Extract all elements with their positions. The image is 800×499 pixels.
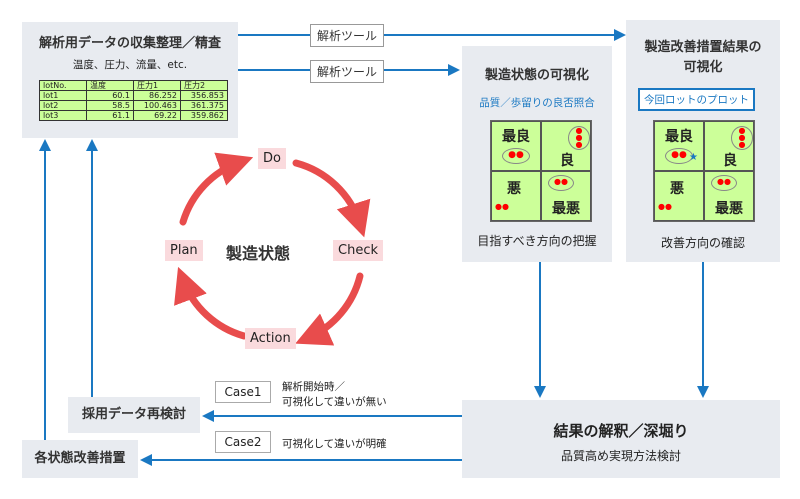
- cycle-action: Action: [245, 328, 296, 349]
- result-title-1: 製造改善措置結果の: [644, 40, 762, 55]
- reexamine-box: 採用データ再検討: [68, 397, 200, 433]
- cycle-arrow-check-action: [295, 272, 364, 346]
- collect-subtitle: 温度、圧力、流量、etc.: [72, 59, 188, 71]
- cycle-plan: Plan: [165, 240, 203, 261]
- quadrant-grid-result: 最良●●★ ●●●良 悪●● ●●最悪: [653, 120, 755, 222]
- cycle-check: Check: [333, 240, 383, 261]
- callout-latest-lot: 今回ロットのプロット: [638, 88, 755, 111]
- tool-label-1: 解析ツール: [310, 24, 385, 47]
- result-title-2: 可視化: [683, 60, 723, 75]
- result-caption: 改善方向の確認: [660, 236, 745, 250]
- improve-box: 各状態改善措置: [22, 440, 138, 478]
- visualize-subtitle: 品質／歩留りの良否照合: [479, 97, 595, 109]
- interpret-subtitle: 品質高め実現方法検討: [560, 449, 681, 463]
- quadrant-grid-visualize: 最良●● ●●●良 悪●● ●●最悪: [490, 120, 592, 222]
- cycle-arrow-plan-do: [179, 152, 254, 226]
- cycle-arrow-action-plan: [174, 266, 248, 340]
- collect-title: 解析用データの収集整理／精査: [38, 36, 221, 51]
- star-icon: ★: [689, 152, 698, 163]
- cycle-center-label: 製造状態: [226, 244, 291, 263]
- case2-label: Case2: [215, 431, 271, 453]
- interpret-title: 結果の解釈／深堀り: [553, 422, 689, 440]
- case1-description: 解析開始時／可視化して違いが無い: [282, 381, 387, 408]
- data-collection-box: 解析用データの収集整理／精査 温度、圧力、流量、etc. lotNo.温度圧力1…: [22, 22, 238, 138]
- tool-label-2: 解析ツール: [310, 60, 385, 83]
- visualize-caption: 目指すべき方向の把握: [477, 234, 597, 248]
- cycle-do: Do: [258, 148, 286, 169]
- cycle-arrow-do-check: [292, 159, 371, 238]
- interpret-box: 結果の解釈／深堀り 品質高め実現方法検討: [462, 400, 780, 478]
- case1-label: Case1: [215, 381, 271, 403]
- visualize-title: 製造状態の可視化: [484, 68, 589, 83]
- case2-description: 可視化して違いが明確: [282, 438, 387, 450]
